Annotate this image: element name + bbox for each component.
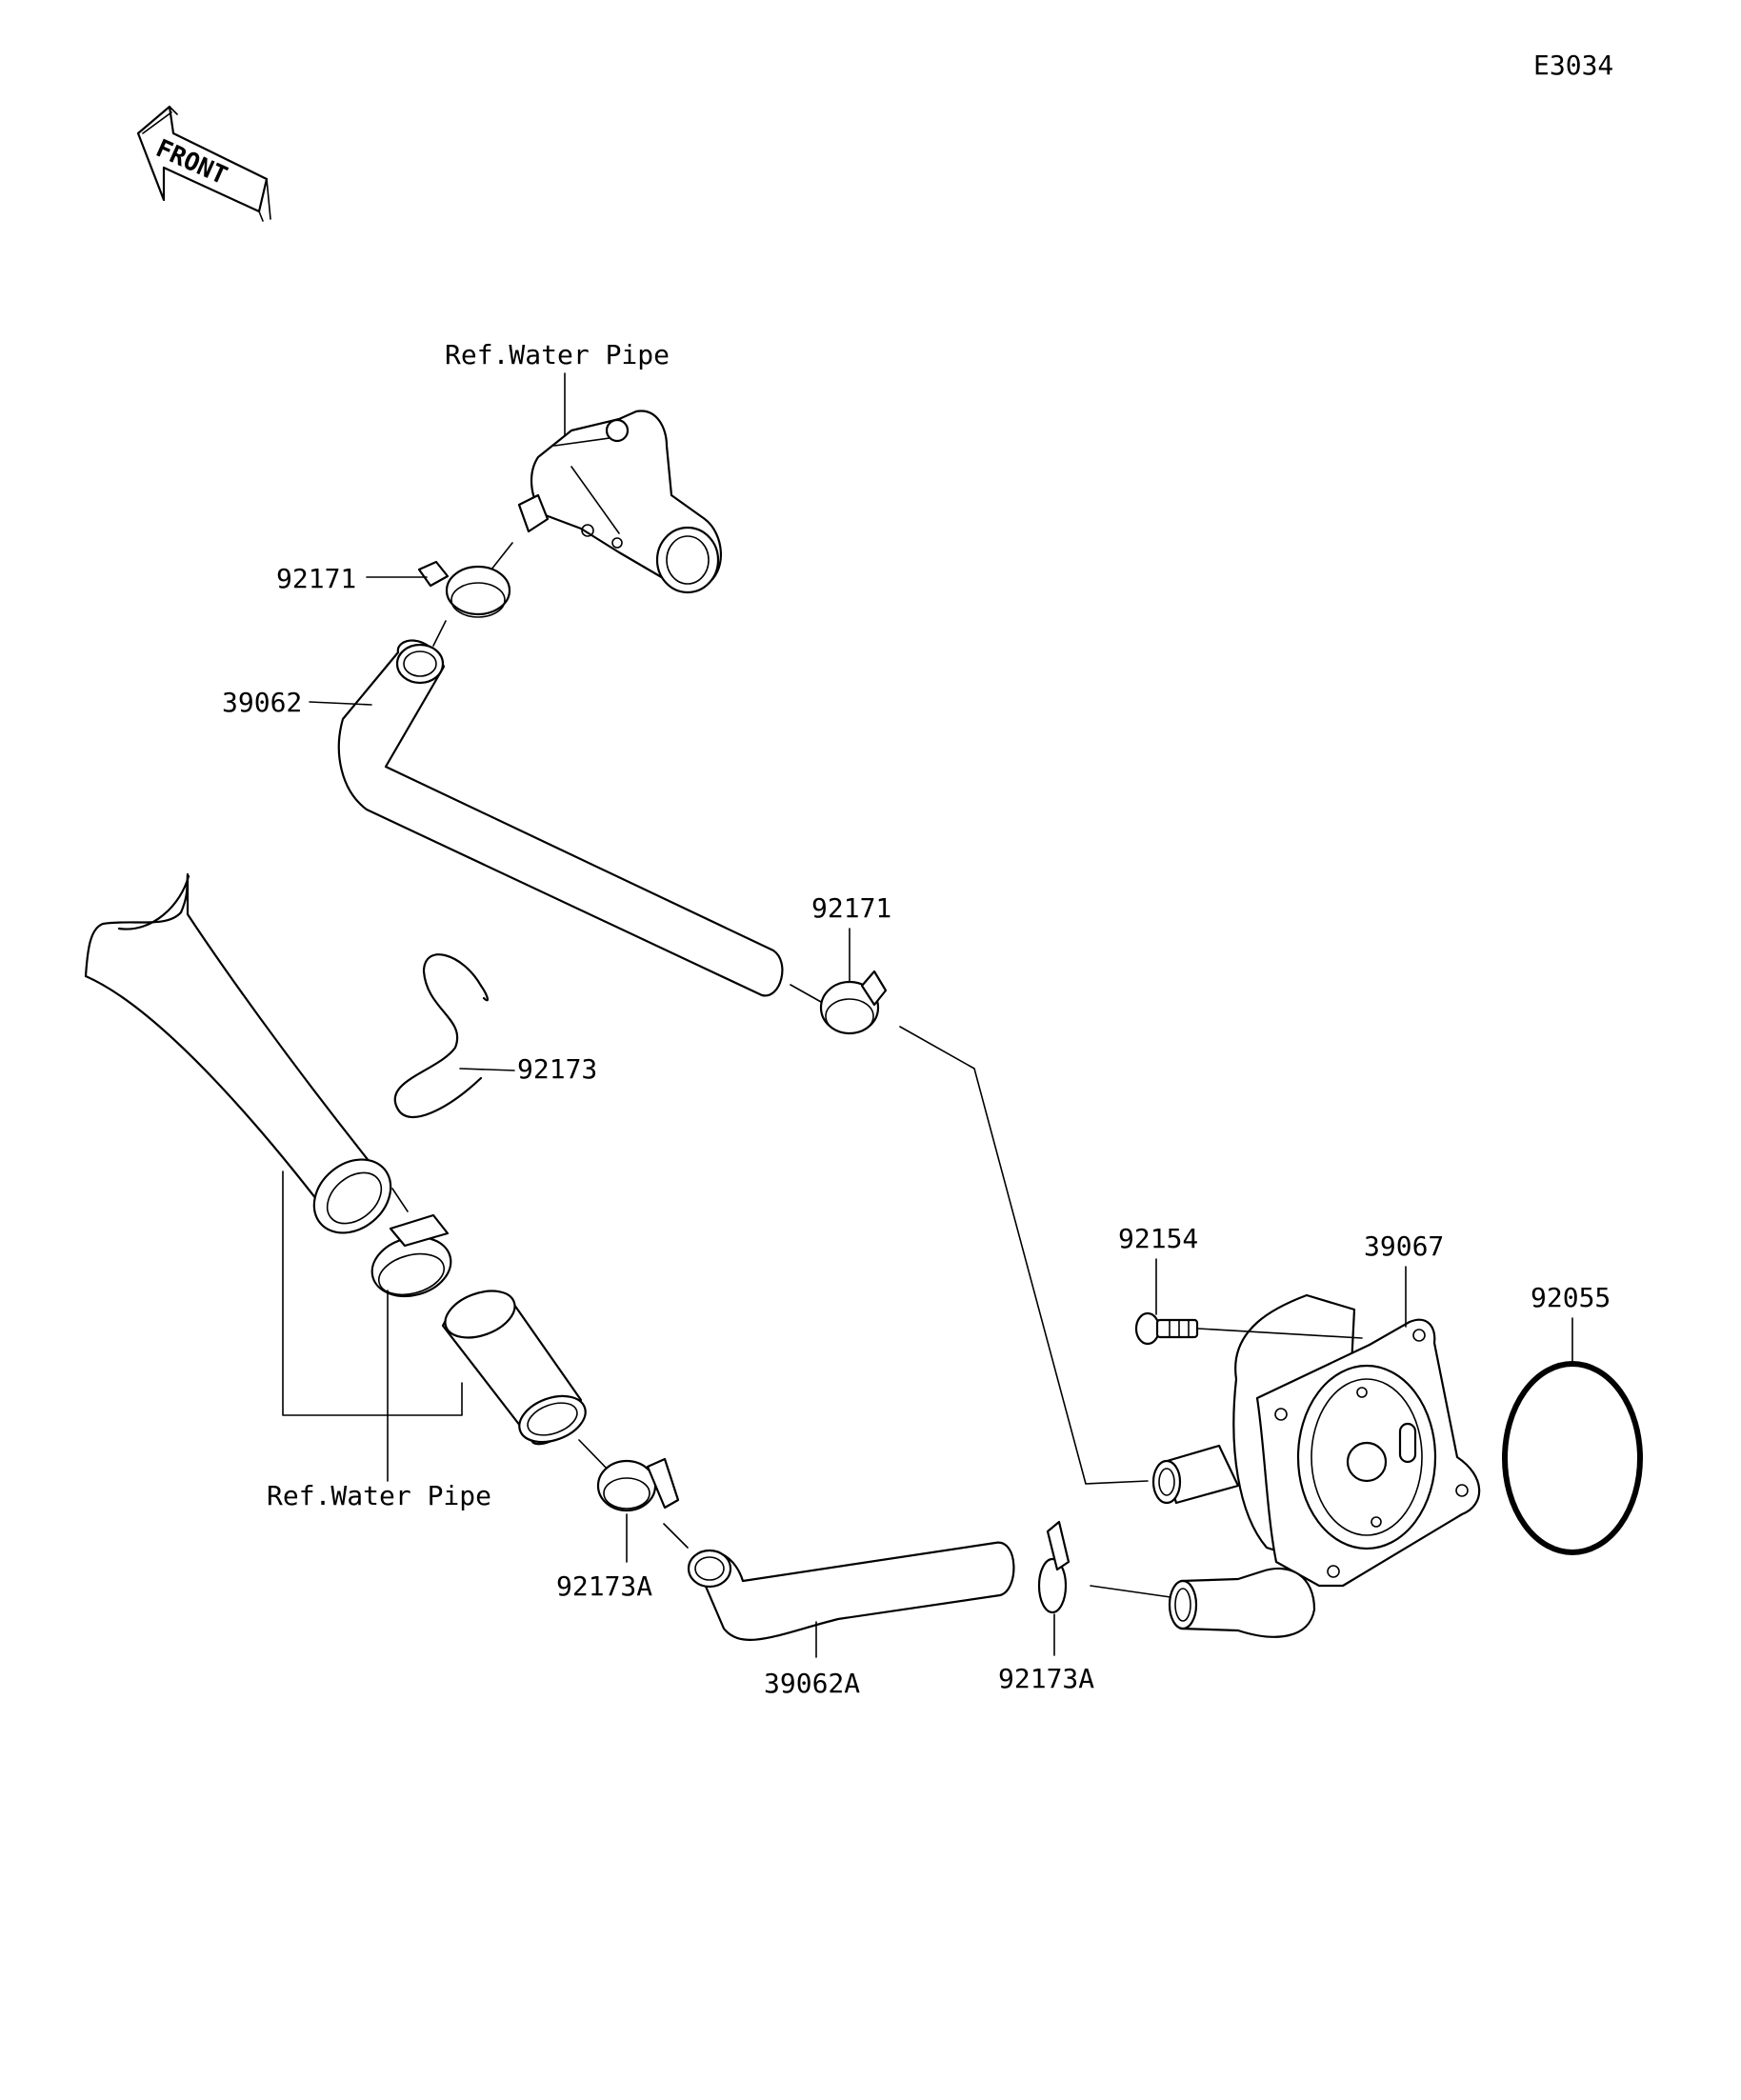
label-clamp-92173A-right: 92173A [998, 1663, 1094, 1694]
hose-clamp-92171-top [417, 560, 511, 618]
label-clamp-92171-top: 92171 [276, 563, 356, 594]
label-hose-39062: 39062 [222, 687, 302, 718]
front-arrow-icon: FRONT [136, 105, 271, 222]
hose-clamp-radiator [370, 1213, 452, 1298]
bolt-92154 [1134, 1311, 1199, 1346]
diagram-code: E3034 [1533, 50, 1613, 81]
label-hose-39062A: 39062A [764, 1668, 860, 1699]
oring-92055 [1502, 1361, 1643, 1555]
label-cooler-39067: 39067 [1364, 1230, 1444, 1262]
pipe-fitting-bottom [441, 1290, 587, 1446]
label-clip-92173: 92173 [517, 1053, 597, 1085]
label-ref-water-pipe-bottom: Ref.Water Pipe [267, 1480, 491, 1511]
hose-clamp-92173A-left [596, 1457, 680, 1512]
hose-clip-92173 [393, 953, 490, 1119]
hose-39062 [337, 639, 784, 997]
label-oring-92055: 92055 [1531, 1282, 1611, 1313]
hose-clamp-92171-mid [819, 970, 888, 1035]
hose-39062A [687, 1541, 1015, 1641]
label-bolt-92154: 92154 [1118, 1223, 1198, 1254]
label-ref-water-pipe-top: Ref.Water Pipe [445, 339, 670, 370]
hose-clamp-92173A-right [1037, 1520, 1071, 1614]
oil-cooler-39067 [1151, 1293, 1481, 1638]
label-clamp-92171-mid: 92171 [811, 892, 891, 924]
label-clamp-92173A-left: 92173A [556, 1570, 652, 1602]
radiator-hose [84, 872, 392, 1234]
water-pipe-fitting-top [517, 410, 722, 594]
